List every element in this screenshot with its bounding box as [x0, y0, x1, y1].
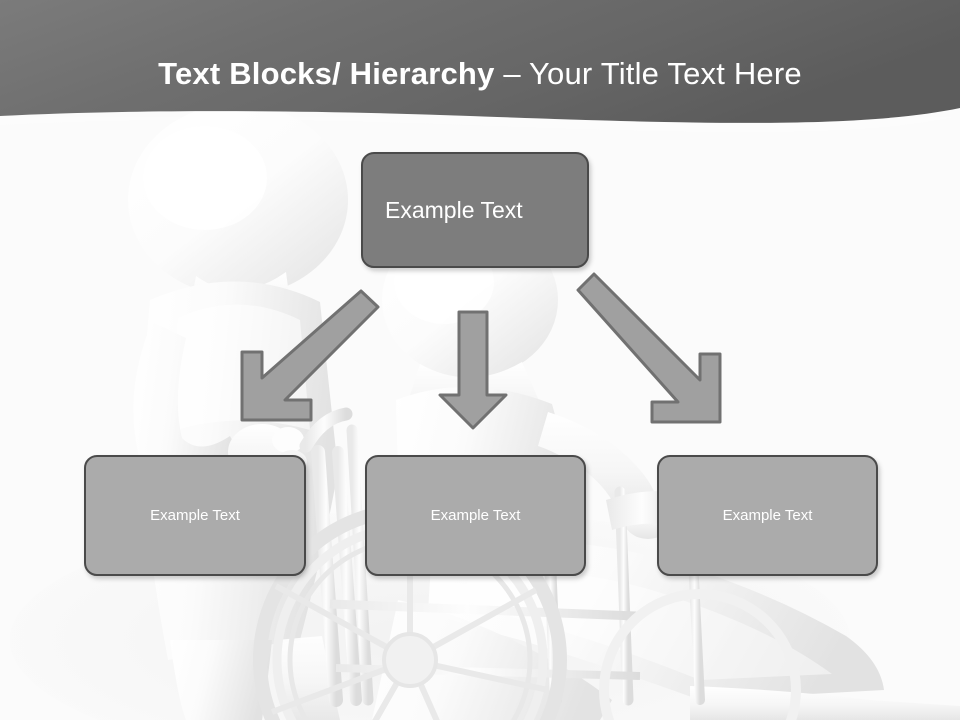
hierarchy-box-child-1[interactable]: Example Text — [84, 455, 306, 576]
hierarchy-box-child-2-label: Example Text — [430, 507, 521, 524]
hierarchy-box-child-3-label: Example Text — [722, 507, 813, 524]
hierarchy-box-child-1-label: Example Text — [150, 507, 240, 524]
arrow-down-left-icon — [240, 289, 380, 422]
hierarchy-box-root[interactable]: Example Text — [361, 152, 589, 268]
arrow-down-icon — [438, 310, 508, 430]
hierarchy-box-child-2[interactable]: Example Text — [365, 455, 586, 576]
hierarchy-box-root-label: Example Text — [385, 196, 523, 223]
hierarchy-box-child-3[interactable]: Example Text — [657, 455, 878, 576]
arrow-down-right-icon — [576, 272, 722, 424]
